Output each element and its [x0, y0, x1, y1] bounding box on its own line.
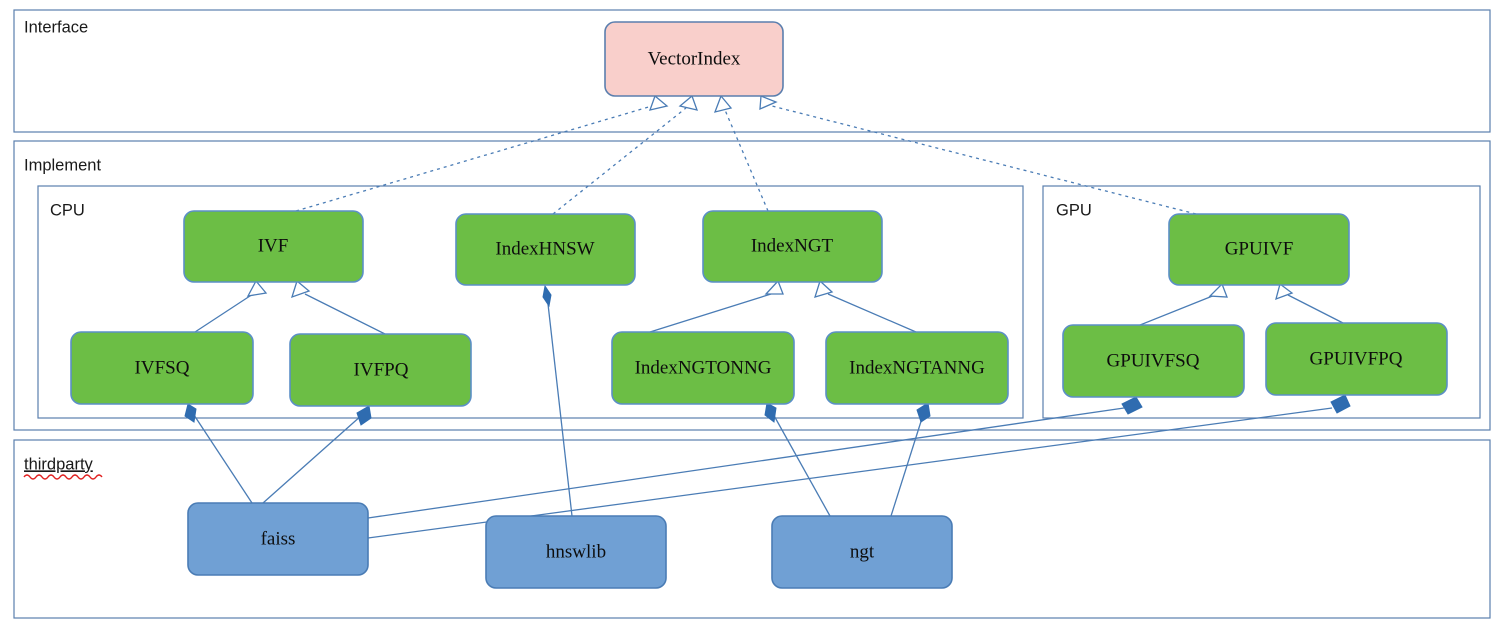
edge-indexngt-to-vectorindex [724, 109, 769, 212]
container-interface-label: Interface [24, 18, 88, 36]
node-gpuivfsq-label: GPUIVFSQ [1107, 350, 1200, 371]
node-faiss-label: faiss [261, 528, 296, 549]
node-indexngtanng-rect [825, 331, 1009, 405]
edge-ivf-to-vectorindex [295, 105, 653, 212]
edge-group-inheritance [194, 279, 1344, 335]
container-thirdparty-label: thirdparty [24, 455, 94, 473]
node-ivf-rect [183, 210, 364, 283]
spellcheck-underline-icon [23, 474, 103, 480]
edge-ngt-to-indexngtonng [771, 411, 831, 517]
edge-hnswlib-to-indexhnsw [547, 303, 573, 517]
node-ivfpq-rect [289, 333, 472, 407]
diamondhead-ngt-indexngtanng [916, 402, 931, 423]
arrowhead-gpuivfpq-gpuivf [1275, 282, 1294, 301]
node-hnswlib[interactable]: hnswlib [485, 515, 667, 589]
edge-indexhnsw-to-vectorindex [552, 107, 687, 215]
node-ivf[interactable]: IVF [183, 210, 364, 283]
node-indexngtanng-label: IndexNGTANNG [849, 357, 985, 378]
node-gpuivfpq-label: GPUIVFPQ [1310, 348, 1403, 369]
diamondhead-faiss-ivfpq [356, 405, 372, 426]
node-gpuivfpq-rect [1265, 322, 1448, 396]
node-gpuivfsq[interactable]: GPUIVFSQ [1062, 324, 1245, 398]
edge-faiss-to-gpuivfsq [367, 407, 1125, 519]
node-ngt[interactable]: ngt [771, 515, 953, 589]
container-gpu-label: GPU [1056, 201, 1092, 219]
edge-gpuivf-to-vectorindex [771, 105, 1197, 215]
node-indexngtonng-rect [611, 331, 795, 405]
node-ivfsq-rect [70, 331, 254, 405]
node-ivfsq[interactable]: IVFSQ [70, 331, 254, 405]
diamondhead-faiss-gpuivfsq [1121, 396, 1143, 415]
diamondhead-ngt-indexngtonng [764, 402, 777, 423]
container-implement-label: Implement [24, 156, 101, 174]
node-indexngt-label: IndexNGT [751, 235, 834, 256]
node-indexngtonng-label: IndexNGTONNG [635, 357, 772, 378]
edge-indexngtanng-to-indexngt [827, 293, 917, 333]
node-hnswlib-label: hnswlib [546, 541, 606, 562]
node-gpuivf-rect [1168, 213, 1350, 286]
node-ivfsq-label: IVFSQ [135, 357, 190, 378]
diamondhead-hnswlib-indexhnsw [542, 284, 552, 308]
arrowhead-indexngt-vectorindex [713, 94, 733, 113]
edge-indexngtonng-to-indexngt [649, 293, 772, 333]
edge-gpuivfsq-to-gpuivf [1139, 294, 1216, 326]
node-ivfpq[interactable]: IVFPQ [289, 333, 472, 407]
node-gpuivfsq-rect [1062, 324, 1245, 398]
node-gpuivf[interactable]: GPUIVF [1168, 213, 1350, 286]
node-ngt-label: ngt [850, 541, 875, 562]
node-indexhnsw-label: IndexHNSW [495, 238, 594, 259]
node-indexngtonng[interactable]: IndexNGTONNG [611, 331, 795, 405]
node-ivfpq-label: IVFPQ [354, 359, 409, 380]
node-indexhnsw-rect [455, 213, 636, 286]
node-indexngt[interactable]: IndexNGT [702, 210, 883, 283]
edge-ivfpq-to-ivf [304, 293, 386, 335]
node-ivf-label: IVF [258, 235, 289, 256]
node-indexhnsw[interactable]: IndexHNSW [455, 213, 636, 286]
node-vectorindex[interactable]: VectorIndex [604, 21, 784, 97]
container-cpu-label: CPU [50, 201, 85, 219]
node-ngt-rect [771, 515, 953, 589]
edge-ivfsq-to-ivf [194, 293, 254, 333]
arrowhead-ivfsq-ivf [246, 279, 268, 297]
node-hnswlib-rect [485, 515, 667, 589]
node-vectorindex-rect [604, 21, 784, 97]
node-gpuivf-label: GPUIVF [1225, 238, 1294, 259]
edge-faiss-to-ivfpq [262, 414, 363, 504]
arrowhead-indexngtanng-indexngt [814, 279, 834, 298]
diamondhead-faiss-gpuivfpq [1330, 394, 1351, 414]
arrowhead-indexhnsw-vectorindex [678, 94, 699, 111]
arrowhead-gpuivf-vectorindex [759, 95, 778, 111]
edge-group-realization [295, 94, 1197, 215]
arrowhead-ivf-vectorindex [648, 94, 669, 111]
node-vectorindex-label: VectorIndex [648, 48, 741, 69]
node-indexngtanng[interactable]: IndexNGTANNG [825, 331, 1009, 405]
node-faiss-rect [187, 502, 369, 576]
arrowhead-indexngtonng-indexngt [764, 279, 784, 295]
arrowhead-gpuivfsq-gpuivf [1208, 282, 1228, 298]
arrowhead-ivfpq-ivf [290, 279, 311, 299]
edge-faiss-to-ivfsq [191, 411, 253, 504]
diamondhead-faiss-ivfsq [184, 403, 197, 423]
node-gpuivfpq[interactable]: GPUIVFPQ [1265, 322, 1448, 396]
node-faiss[interactable]: faiss [187, 502, 369, 576]
edge-gpuivfpq-to-gpuivf [1287, 294, 1344, 324]
node-indexngt-rect [702, 210, 883, 283]
edge-ngt-to-indexngtanng [890, 411, 925, 517]
